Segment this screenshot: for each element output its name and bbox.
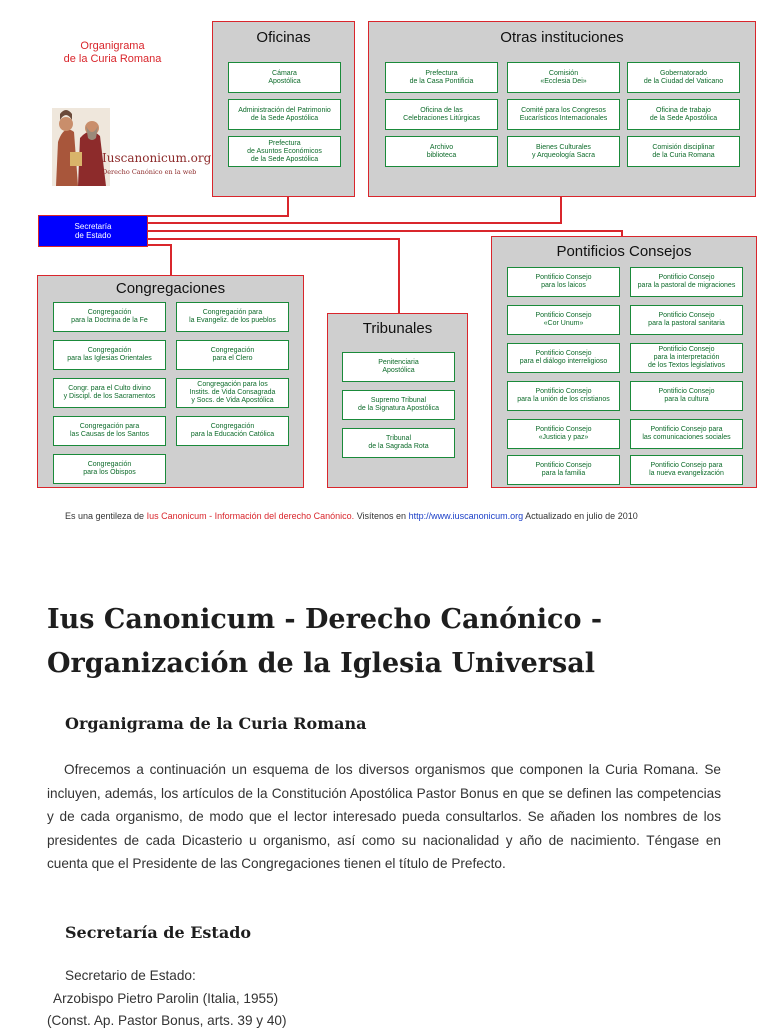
otras-item[interactable]: Comisión disciplinar de la Curia Romana bbox=[627, 136, 740, 167]
otras-item[interactable]: Bienes Culturales y Arqueología Sacra bbox=[507, 136, 620, 167]
oficinas-item[interactable]: Prefectura de Asuntos Económicos de la S… bbox=[228, 136, 341, 167]
otras-item[interactable]: Comité para los Congresos Eucarísticos I… bbox=[507, 99, 620, 130]
tribunales-title: Tribunales bbox=[362, 320, 433, 337]
congregaciones-group: Congregaciones Congregación para la Doct… bbox=[37, 275, 304, 488]
connector-line bbox=[148, 222, 562, 224]
logo[interactable]: Iuscanonicum.org Derecho Canónico en la … bbox=[52, 108, 211, 188]
oficinas-item[interactable]: Administración del Patrimonio de la Sede… bbox=[228, 99, 341, 130]
intro-paragraph: Ofrecemos a continuación un esquema de l… bbox=[47, 762, 721, 871]
consejos-item[interactable]: Pontificio Consejo para la pastoral de m… bbox=[630, 267, 743, 297]
connector-line bbox=[148, 230, 623, 232]
consejos-item[interactable]: Pontificio Consejo para la unión de los … bbox=[507, 381, 620, 411]
congregaciones-item[interactable]: Congregación para la Evangeliz. de los p… bbox=[176, 302, 289, 332]
congregaciones-item[interactable]: Congregación para las Iglesias Orientale… bbox=[53, 340, 166, 370]
consejos-group: Pontificios Consejos Pontificio Consejo … bbox=[491, 236, 757, 488]
secretaria-box[interactable]: Secretaría de Estado bbox=[38, 215, 148, 247]
otras-item[interactable]: Archivo biblioteca bbox=[385, 136, 498, 167]
consejos-title: Pontificios Consejos bbox=[556, 243, 692, 260]
logo-tagline: Derecho Canónico en la web bbox=[102, 168, 197, 176]
consejos-item[interactable]: Pontificio Consejo para la pastoral sani… bbox=[630, 305, 743, 335]
connector-line bbox=[621, 230, 623, 236]
secretario-label: Secretario de Estado: bbox=[65, 968, 196, 983]
consejos-item[interactable]: Pontificio Consejo para los laicos bbox=[507, 267, 620, 297]
credit-site-link[interactable]: Ius Canonicum - Información del derecho … bbox=[146, 511, 355, 521]
connector-line bbox=[287, 195, 289, 217]
consejos-item[interactable]: Pontificio Consejo para el diálogo inter… bbox=[507, 343, 620, 373]
congregaciones-item[interactable]: Congr. para el Culto divino y Discipl. d… bbox=[53, 378, 166, 408]
connector-line bbox=[398, 238, 400, 314]
congregaciones-item[interactable]: Congregación para la Doctrina de la Fe bbox=[53, 302, 166, 332]
otras-item[interactable]: Gobernatorado de la Ciudad del Vaticano bbox=[627, 62, 740, 93]
secretaria-label: Secretaría de Estado bbox=[74, 222, 112, 240]
section-subtitle: Organigrama de la Curia Romana bbox=[65, 714, 367, 733]
consejos-item[interactable]: Pontificio Consejo para las comunicacion… bbox=[630, 419, 743, 449]
congregaciones-item[interactable]: Congregación para los Obispos bbox=[53, 454, 166, 484]
tribunales-group: Tribunales Penitenciaria Apostólica Supr… bbox=[327, 313, 468, 488]
consejos-item[interactable]: Pontificio Consejo para la nueva evangel… bbox=[630, 455, 743, 485]
logo-text: Iuscanonicum.org bbox=[102, 151, 212, 165]
oficinas-title: Oficinas bbox=[256, 29, 311, 46]
congregaciones-item[interactable]: Congregación para la Educación Católica bbox=[176, 416, 289, 446]
consejos-item[interactable]: Pontificio Consejo «Justicia y paz» bbox=[507, 419, 620, 449]
connector-line bbox=[170, 244, 172, 275]
secretario-reference: (Const. Ap. Pastor Bonus, arts. 39 y 40) bbox=[47, 1013, 287, 1028]
connector-line bbox=[148, 215, 288, 217]
page-title: Ius Canonicum - Derecho Canónico - Organ… bbox=[47, 604, 603, 679]
otras-item[interactable]: Comisión «Ecclesia Dei» bbox=[507, 62, 620, 93]
congregaciones-title: Congregaciones bbox=[115, 280, 226, 297]
congregaciones-item[interactable]: Congregación para los Instits. de Vida C… bbox=[176, 378, 289, 408]
congregaciones-item[interactable]: Congregación para el Clero bbox=[176, 340, 289, 370]
consejos-item[interactable]: Pontificio Consejo para la cultura bbox=[630, 381, 743, 411]
consejos-item[interactable]: Pontificio Consejo para la interpretació… bbox=[630, 343, 743, 373]
connector-line bbox=[148, 244, 172, 246]
credit-url-link[interactable]: http://www.iuscanonicum.org bbox=[408, 511, 524, 521]
otras-item[interactable]: Oficina de las Celebraciones Litúrgicas bbox=[385, 99, 498, 130]
org-chart-title: Organigrama de la Curia Romana bbox=[63, 40, 162, 65]
tribunales-item[interactable]: Tribunal de la Sagrada Rota bbox=[342, 428, 455, 458]
section-title-secretaria: Secretaría de Estado bbox=[65, 923, 252, 942]
tribunales-item[interactable]: Supremo Tribunal de la Signatura Apostól… bbox=[342, 390, 455, 420]
congregaciones-item[interactable]: Congregación para las Causas de los Sant… bbox=[53, 416, 166, 446]
consejos-item[interactable]: Pontificio Consejo «Cor Unum» bbox=[507, 305, 620, 335]
otras-group: Otras instituciones Prefectura de la Cas… bbox=[368, 21, 756, 197]
credit-line: Es una gentileza de Ius Canonicum - Info… bbox=[65, 511, 638, 521]
oficinas-group: Oficinas Cámara Apostólica Administració… bbox=[212, 21, 355, 197]
saints-figures-icon bbox=[52, 108, 110, 186]
secretario-name: Arzobispo Pietro Parolin (Italia, 1955) bbox=[53, 991, 279, 1006]
otras-item[interactable]: Prefectura de la Casa Pontificia bbox=[385, 62, 498, 93]
tribunales-item[interactable]: Penitenciaria Apostólica bbox=[342, 352, 455, 382]
credit-middle: Visítenos en bbox=[354, 511, 409, 521]
connector-line bbox=[560, 195, 562, 224]
connector-line bbox=[148, 238, 400, 240]
consejos-item[interactable]: Pontificio Consejo para la familia bbox=[507, 455, 620, 485]
otras-title: Otras instituciones bbox=[500, 29, 624, 46]
credit-prefix: Es una gentileza de bbox=[65, 511, 147, 521]
credit-suffix: Actualizado en julio de 2010 bbox=[523, 511, 638, 521]
oficinas-item[interactable]: Cámara Apostólica bbox=[228, 62, 341, 93]
otras-item[interactable]: Oficina de trabajo de la Sede Apostólica bbox=[627, 99, 740, 130]
